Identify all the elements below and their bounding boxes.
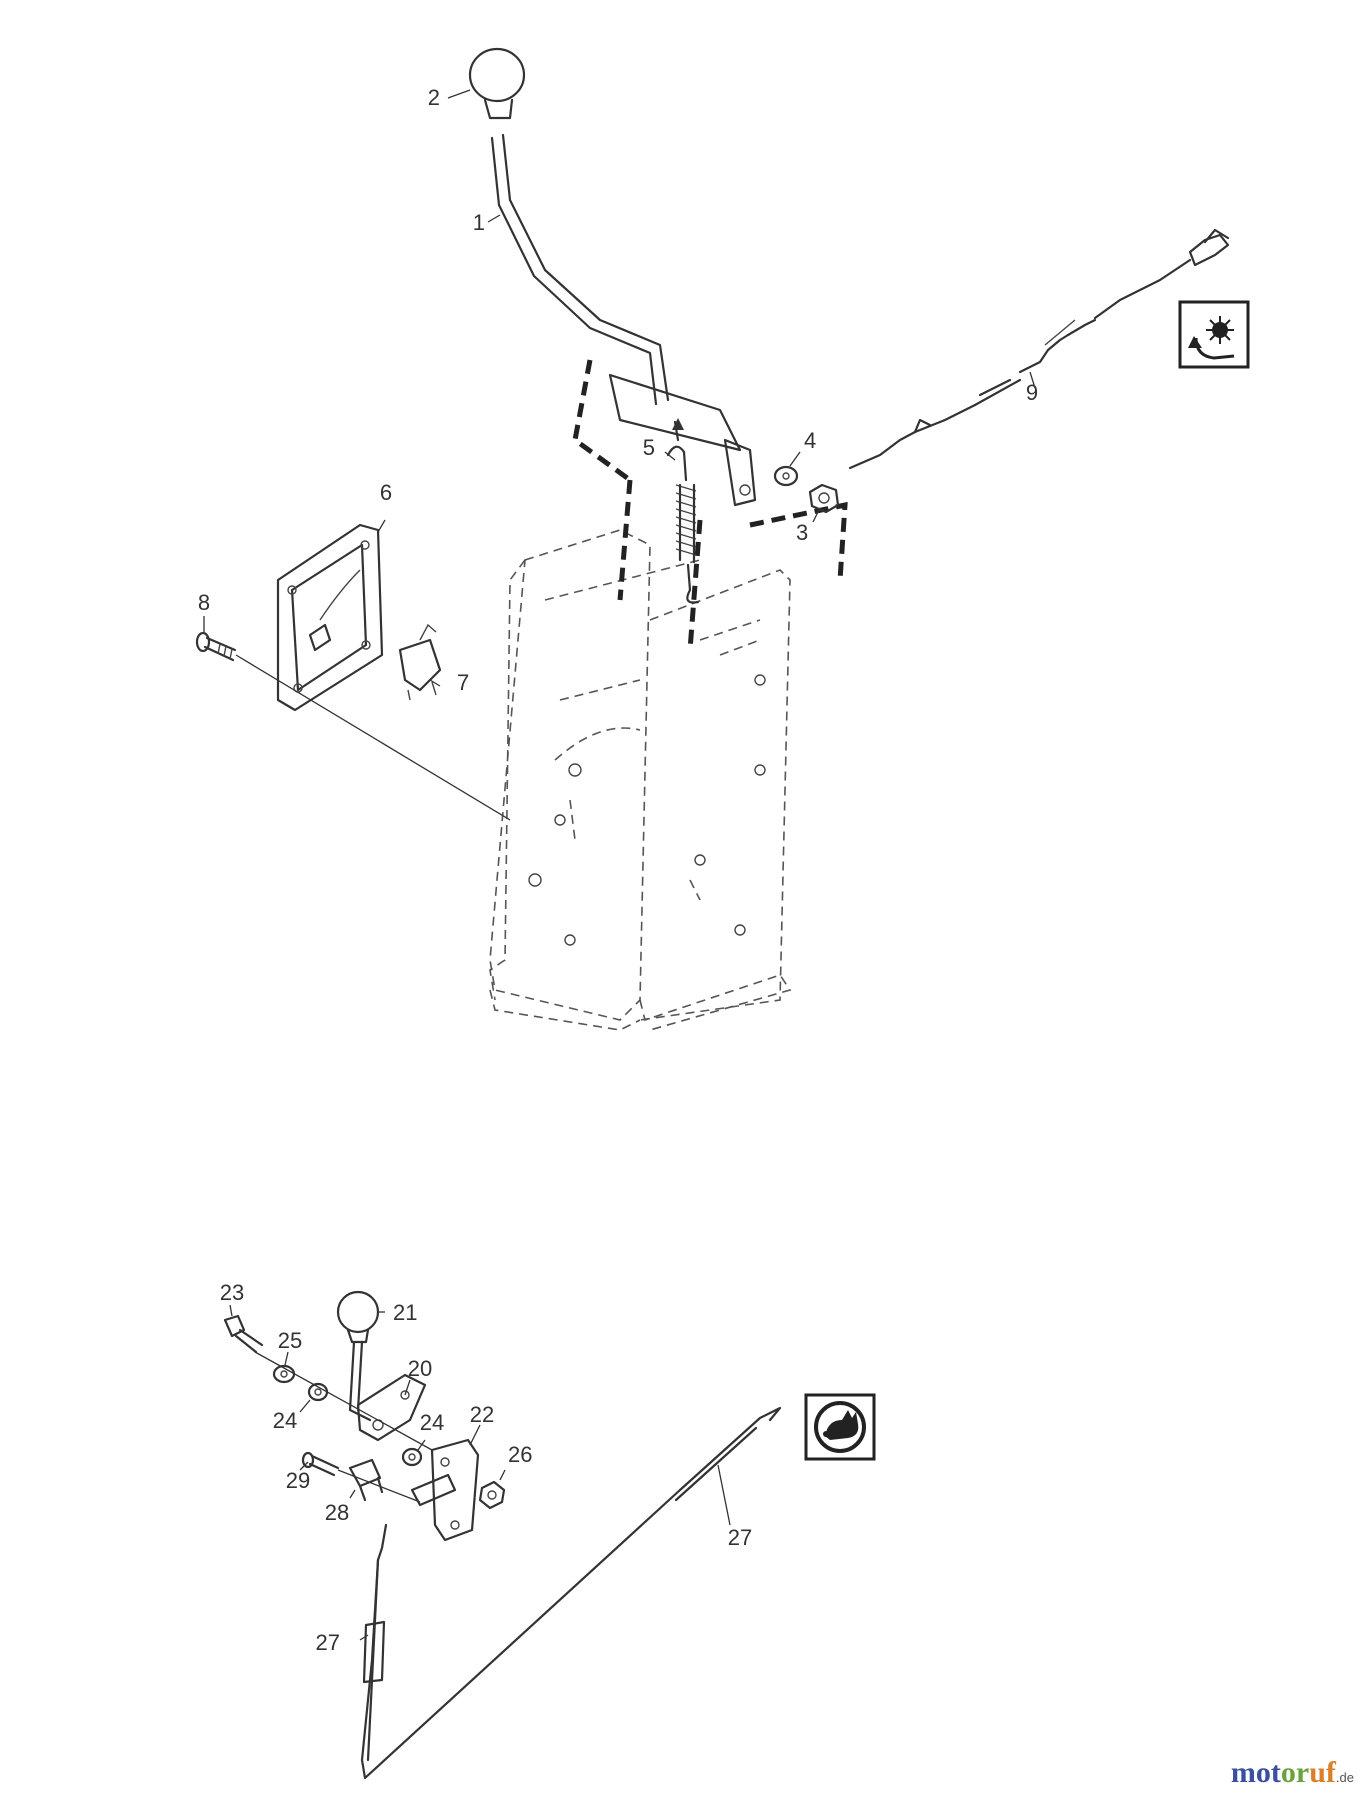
lower-leaders (229, 1304, 731, 1641)
callout-26: 26 (508, 1442, 532, 1467)
rabbit-fast-speed-icon (804, 1393, 876, 1461)
callout-24b: 24 (420, 1410, 444, 1435)
callout-6: 6 (380, 480, 392, 505)
speed-control-rod (360, 1406, 782, 1780)
watermark-tld: .de (1335, 1770, 1354, 1785)
washer (773, 465, 799, 487)
callout-27b: 27 (728, 1525, 752, 1550)
callout-25: 25 (278, 1328, 302, 1353)
upper-leaders (203, 89, 1036, 687)
washer-24-lower (401, 1447, 423, 1467)
callout-5: 5 (643, 435, 655, 460)
callout-1: 1 (473, 210, 485, 235)
watermark-part-c: uf (1309, 1756, 1336, 1789)
shift-lever-rod (490, 133, 757, 507)
lever-plate (356, 1373, 427, 1442)
callout-22: 22 (470, 1402, 494, 1427)
callout-2: 2 (428, 85, 440, 110)
callout-29: 29 (286, 1468, 310, 1493)
watermark-part-a: mot (1230, 1756, 1281, 1789)
callout-8: 8 (198, 590, 210, 615)
pto-engage-icon (1178, 300, 1250, 369)
bolt (195, 631, 237, 662)
callout-3: 3 (796, 520, 808, 545)
motoruf-watermark: motoruf.de (1231, 1756, 1354, 1790)
lower-alignment-lines (254, 1351, 433, 1503)
hex-nut (808, 483, 840, 514)
micro-switch (398, 623, 442, 701)
mounting-guides (572, 359, 848, 651)
shift-knob (468, 47, 526, 120)
screw (301, 1451, 340, 1477)
callout-28: 28 (325, 1500, 349, 1525)
frame-housing (489, 529, 792, 1031)
mounting-bracket (410, 1438, 480, 1542)
watermark-part-b: or (1280, 1756, 1310, 1789)
callout-20: 20 (408, 1356, 432, 1381)
bolt-alignment-line (235, 654, 511, 821)
callout-23: 23 (220, 1280, 244, 1305)
cable-clamp (348, 1458, 384, 1502)
switch-bracket (276, 523, 384, 712)
tension-spring (666, 418, 700, 604)
lock-nut (478, 1480, 506, 1510)
callout-21: 21 (393, 1300, 417, 1325)
callout-24a: 24 (273, 1408, 297, 1433)
control-cable (848, 228, 1230, 470)
shoulder-bolt (223, 1314, 264, 1354)
callout-9: 9 (1026, 380, 1038, 405)
callout-27a: 27 (316, 1630, 340, 1655)
callout-4: 4 (804, 428, 816, 453)
callout-7: 7 (457, 670, 469, 695)
